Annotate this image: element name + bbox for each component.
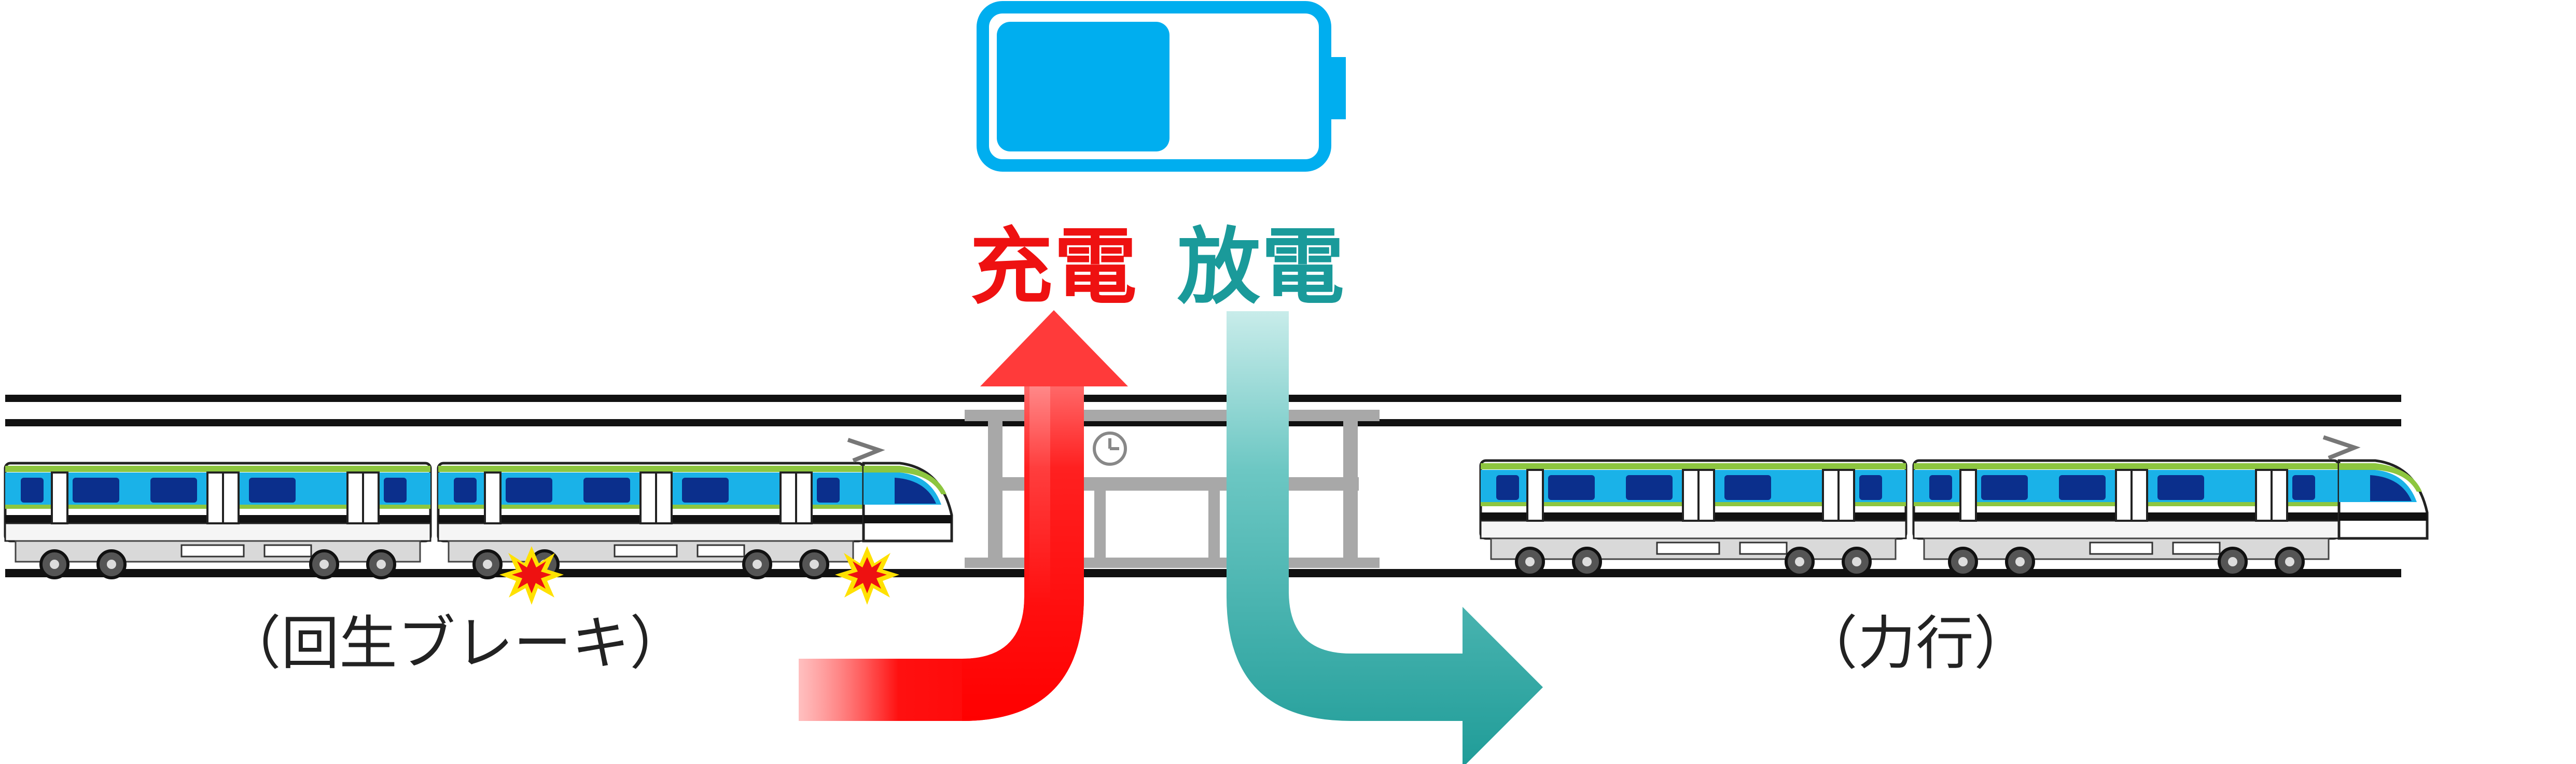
battery-icon — [977, 1, 1346, 172]
charge-arrow — [799, 310, 1128, 721]
regen-brake-label: （回生ブレーキ） — [223, 610, 688, 677]
battery-charge-level — [997, 22, 1169, 151]
charge-label: 充電 — [970, 218, 1138, 315]
train-icon — [5, 440, 952, 578]
discharge-label: 放電 — [1177, 218, 1346, 315]
train-icon — [1481, 437, 2427, 575]
clock-icon — [1093, 432, 1127, 466]
powering-label: （力行） — [1800, 610, 2032, 677]
discharge-arrow — [1227, 311, 1543, 764]
